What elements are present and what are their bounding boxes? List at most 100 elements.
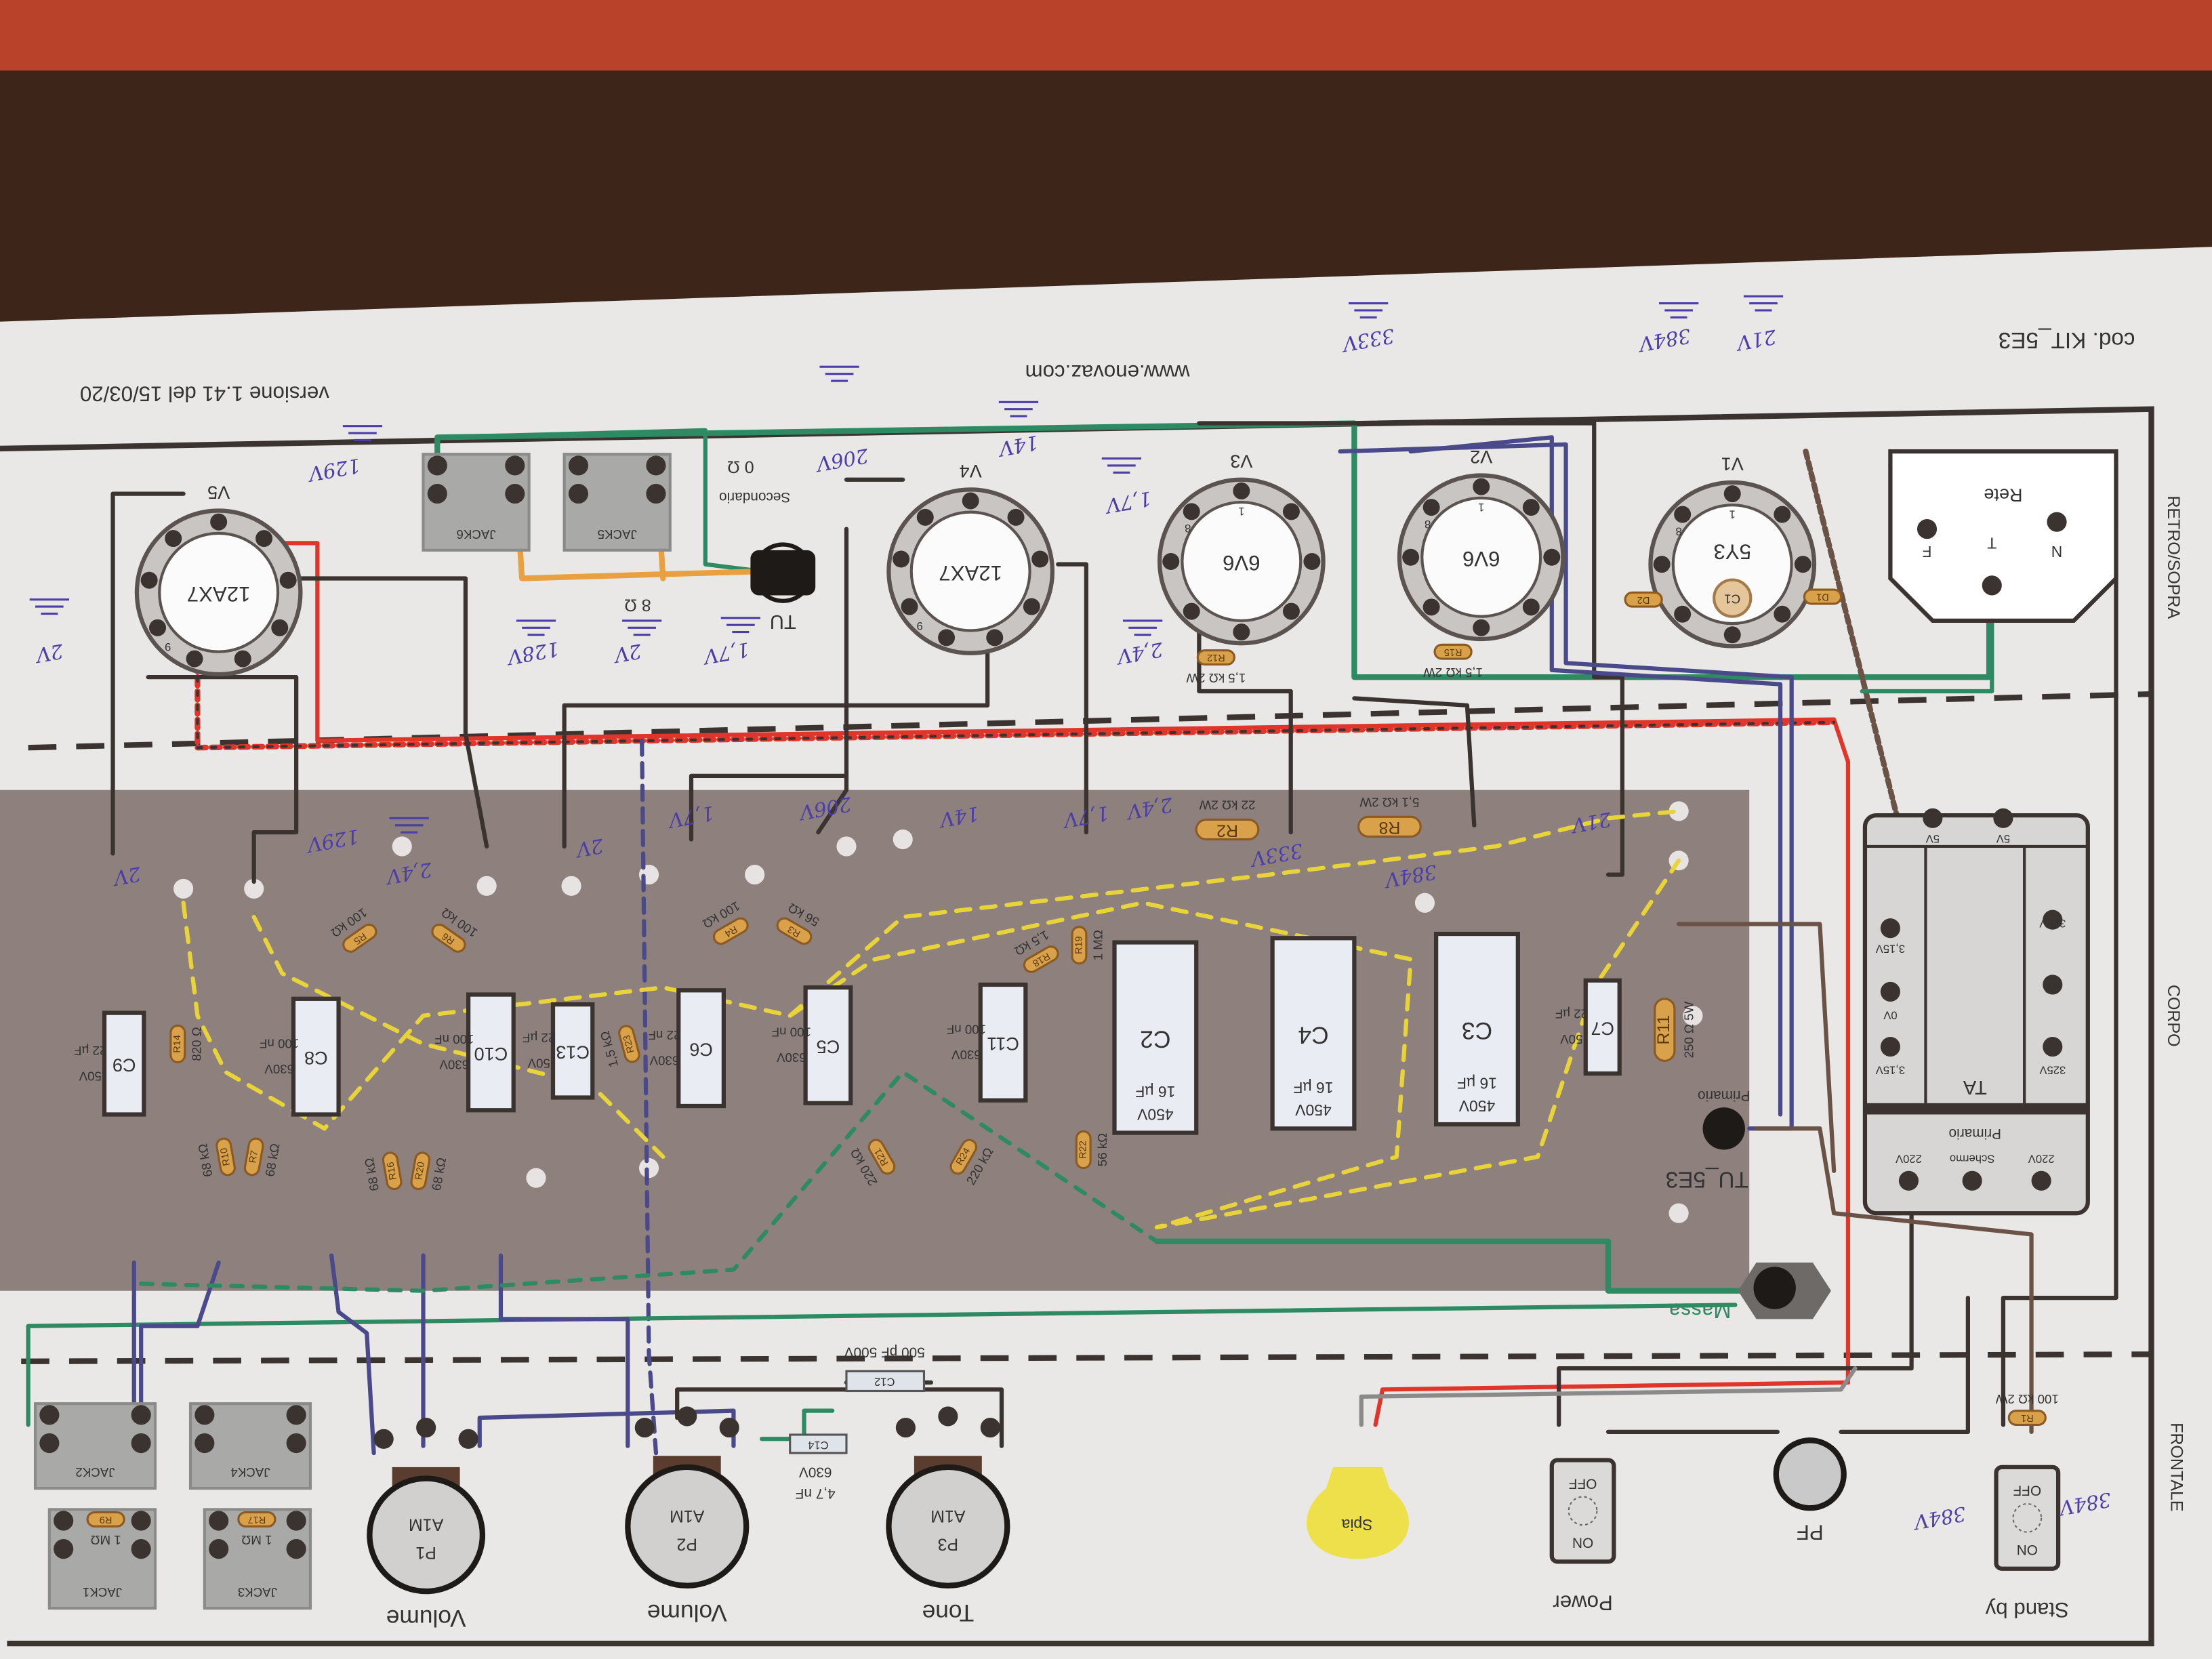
jack-label: JACK1 — [83, 1585, 122, 1599]
tube-pin — [234, 650, 251, 668]
resistor-body — [949, 1139, 978, 1175]
pin-label: 1 — [1729, 508, 1736, 520]
ground-wire — [26, 1303, 1738, 1427]
pot-function-label: Tone — [922, 1599, 974, 1626]
pot-function-label: Volume — [386, 1605, 466, 1631]
tube-pin — [165, 530, 182, 548]
tube-id-label: V2 — [1470, 447, 1492, 467]
capacitor-value-label: 100 nF — [260, 1036, 299, 1050]
resistor-value-label: 5,1 kΩ 2W — [1359, 795, 1419, 809]
pot-lug — [458, 1429, 478, 1449]
b-plus-wire — [280, 541, 1851, 1427]
pencil-ground-icon — [29, 598, 69, 615]
board-hole — [836, 836, 857, 857]
pot-lug — [938, 1406, 958, 1427]
capacitor-id-label: C13 — [556, 1042, 590, 1063]
capacitor-c7 — [1583, 978, 1622, 1076]
resistor-id-label: R20 — [413, 1161, 427, 1181]
resistor-id-label: R2 — [1216, 821, 1238, 840]
tube-pin — [1031, 550, 1049, 568]
ground-bolt — [1753, 1267, 1796, 1309]
jack-lug — [646, 484, 666, 504]
jack-lug — [646, 455, 666, 476]
tone-wire — [759, 1408, 835, 1441]
tube-type-label: 5Y3 — [1713, 540, 1751, 564]
resistor-body — [776, 917, 813, 945]
output-transformer-primary — [1702, 1107, 1745, 1150]
tube-id-label: V1 — [1721, 454, 1744, 474]
capacitor-id-label: C2 — [1140, 1026, 1170, 1052]
mains-pin — [1982, 575, 2002, 596]
transformer-pin-label: 220V — [1895, 1153, 1922, 1166]
signal-wire — [689, 773, 849, 842]
jack-lug — [568, 455, 589, 476]
resistor-body — [618, 1025, 640, 1063]
resistor-id-label: R7 — [247, 1149, 260, 1164]
capacitor-c12 — [845, 1370, 926, 1393]
transformer-pin — [2043, 1037, 2063, 1057]
ground-label: Massa — [1668, 1299, 1732, 1323]
ground-dashed-wire — [139, 1069, 1160, 1293]
capacitor-value-label: 100 nF — [434, 1032, 474, 1046]
jack-lug — [39, 1433, 60, 1454]
potentiometer-p2 — [625, 1464, 750, 1589]
capacitor-c2 — [1112, 940, 1199, 1135]
section-label-corpo: CORPO — [2164, 985, 2183, 1047]
tube-pin — [962, 492, 979, 510]
jack-label: JACK4 — [230, 1465, 270, 1479]
resistor-id-label: R11 — [1654, 1015, 1673, 1045]
tube-pin — [1522, 598, 1540, 616]
mains-pin-label: F — [1923, 543, 1932, 560]
board-hole — [893, 830, 913, 850]
mains-socket — [1888, 449, 2118, 623]
jack-lug — [209, 1511, 229, 1531]
tube-type-label: 6V6 — [1223, 551, 1261, 575]
tube-pin — [1473, 619, 1490, 636]
tube-socket-center — [1181, 500, 1303, 622]
volume-wire — [498, 1253, 630, 1448]
transformer-pin-label: 5V — [1925, 832, 1940, 845]
tube-pin — [893, 550, 910, 568]
switch-off-label: OFF — [1569, 1475, 1597, 1491]
resistor-r23: R23 — [618, 1025, 640, 1063]
pot-lug — [634, 1418, 655, 1438]
resistor-r2: R2 — [1195, 818, 1260, 841]
tap-label: 0 Ω — [727, 457, 754, 476]
transformer-pin — [2031, 1170, 2051, 1191]
jack-label: JACK6 — [456, 527, 495, 541]
tube-pin — [901, 598, 918, 615]
capacitor-id-label: C14 — [808, 1439, 829, 1452]
resistor-id-label: R6 — [441, 930, 457, 947]
tube-type-label: 12AX7 — [187, 582, 251, 606]
jack-lug — [131, 1405, 151, 1425]
tube-pin — [1282, 602, 1300, 620]
board-hole — [173, 878, 194, 899]
capacitor-id-label: C9 — [112, 1054, 136, 1075]
version-label: versione 1.41 del 15/03/20 — [80, 382, 329, 405]
mains-pin — [1917, 519, 1938, 539]
pencil-ground-icon — [998, 401, 1039, 417]
capacitor-value-label: 22 nF — [649, 1028, 681, 1042]
capacitor-c13 — [550, 1002, 595, 1100]
tube-pin — [186, 650, 203, 668]
resistor-id-label: R3 — [786, 923, 802, 939]
input-wire — [139, 1260, 221, 1413]
resistor-value-label: 1 MΩ — [91, 1533, 121, 1547]
capacitor-c11 — [978, 982, 1028, 1103]
resistor-body — [1195, 818, 1260, 841]
resistor-id-label: R1 — [2021, 1412, 2034, 1423]
tube-pin — [271, 619, 289, 636]
capacitor-value-label: 22 µF — [523, 1031, 555, 1045]
resistor-body — [86, 1511, 125, 1528]
tap-label: 8 Ω — [624, 595, 651, 614]
pilot-lamp — [1307, 1467, 1409, 1559]
tube-pin — [1422, 598, 1440, 616]
signal-wire — [562, 604, 990, 849]
tone-wire — [675, 1387, 1004, 1448]
capacitor-voltage-label: 630V — [439, 1058, 469, 1072]
tube-socket-center — [1671, 504, 1793, 626]
pin-label: 1 — [1238, 505, 1244, 518]
resistor-body — [2007, 1410, 2047, 1427]
capacitor-id-label: C10 — [474, 1044, 508, 1064]
